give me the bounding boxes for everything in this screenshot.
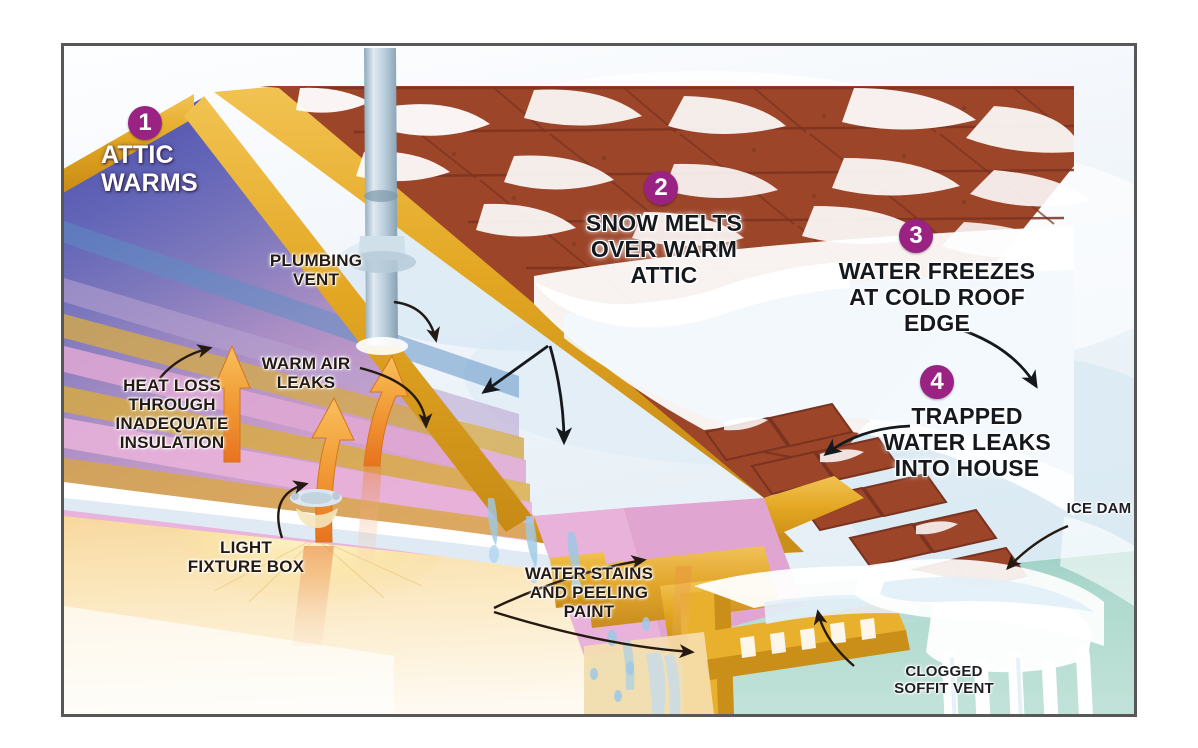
annotation-clogged-soffit: CLOGGED SOFFIT VENT <box>894 663 994 697</box>
annotation-warm-air-leaks: WARM AIR LEAKS <box>261 354 351 393</box>
arrow-clogged-soffit <box>813 609 855 667</box>
callout-label-3: WATER FREEZES AT COLD ROOF EDGE <box>838 258 1036 336</box>
annotation-plumbing-vent: PLUMBING VENT <box>269 251 363 290</box>
arrow-step2-down <box>548 345 573 446</box>
annotation-heat-loss: HEAT LOSS THROUGH INADEQUATE INSULATION <box>115 376 229 453</box>
callout-label-2: SNOW MELTS OVER WARM ATTIC <box>585 210 743 288</box>
callout-badge-1: 1 <box>128 106 162 140</box>
callout-badge-3: 3 <box>899 219 933 253</box>
illustration-artwork: 1 2 3 4 ATTIC WARMS SNOW MELTS OVER WARM… <box>64 46 1134 714</box>
leader-arrows <box>159 300 1069 667</box>
callout-label-1: ATTIC WARMS <box>101 141 198 197</box>
annotation-ice-dam: ICE DAM <box>1066 500 1132 517</box>
arrow-heat-loss <box>159 344 213 379</box>
arrow-step2-left <box>481 344 549 394</box>
annotation-water-stains: WATER STAINS AND PEELING PAINT <box>524 564 654 622</box>
arrow-water-stains-lower <box>493 610 695 659</box>
illustration-frame: 1 2 3 4 ATTIC WARMS SNOW MELTS OVER WARM… <box>61 43 1137 717</box>
callout-label-4: TRAPPED WATER LEAKS INTO HOUSE <box>883 403 1051 481</box>
scene-graphic <box>64 46 1134 714</box>
arrow-ice-dam <box>1006 524 1069 571</box>
callout-badge-4: 4 <box>920 365 954 399</box>
arrow-step4 <box>823 424 911 456</box>
arrow-water-stains-upper <box>493 555 647 610</box>
arrow-plumbing-vent <box>393 300 440 343</box>
callout-badge-2: 2 <box>644 171 678 205</box>
arrow-warm-air-leaks <box>359 366 433 429</box>
annotation-light-fixture: LIGHT FIXTURE BOX <box>187 538 305 577</box>
arrow-step3 <box>955 326 1038 389</box>
arrow-light-fixture <box>277 480 309 539</box>
